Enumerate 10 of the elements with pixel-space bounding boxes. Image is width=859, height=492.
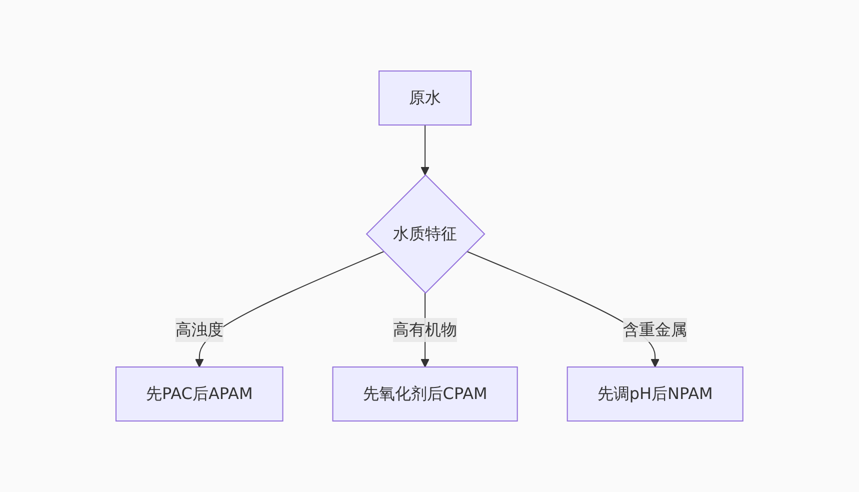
edge-label: 高有机物 [393, 320, 458, 339]
arrow [195, 251, 384, 368]
edge-label: 含重金属 [623, 320, 688, 339]
node-box: 先氧化剂后CPAM [332, 366, 518, 422]
node-box: 先调pH后NPAM [566, 366, 744, 422]
node-box: 先PAC后APAM [116, 366, 284, 422]
node-diamond: 水质特征 [366, 174, 486, 294]
node-box: 原水 [378, 70, 472, 126]
arrow [420, 124, 430, 176]
edge-label: 高浊度 [175, 320, 224, 339]
